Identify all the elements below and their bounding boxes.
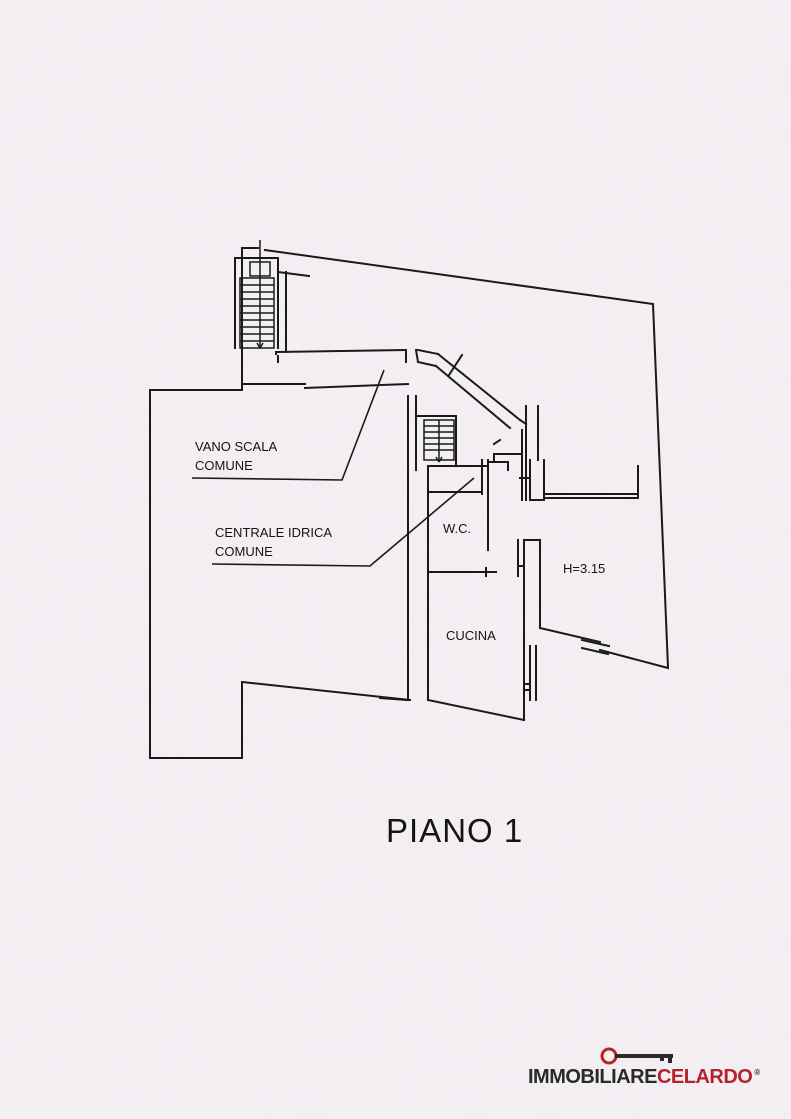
label-centrale-idrica-line1: CENTRALE IDRICA [215,525,333,540]
key-icon [600,1047,673,1065]
logo-text-red: CELARDO [656,1066,753,1088]
label-cucina: CUCINA [446,628,496,643]
agency-logo: IMMOBILIARECELARDO® [528,1046,778,1096]
stair-main [239,240,275,349]
registered-mark: ® [754,1068,760,1078]
left-room-outline [149,389,412,759]
stair-secondary [423,419,455,463]
logo-text-dark: IMMOBILIARE [528,1066,657,1088]
label-wc: W.C. [443,521,472,536]
label-vano-scala-line2: COMUNE [195,458,253,473]
label-vano-scala-line1: VANO SCALA [195,439,278,454]
label-ceiling-height: H=3.15 [563,561,606,576]
leader-vano-scala [191,369,385,481]
plan-walls [149,247,670,759]
top-wall [263,248,670,670]
stair-tower-wall [241,247,259,391]
label-centrale-idrica-line2: COMUNE [215,544,273,559]
floor-title: PIANO 1 [386,812,524,849]
leader-lines [191,369,475,567]
leader-centrale-idrica [211,477,475,567]
